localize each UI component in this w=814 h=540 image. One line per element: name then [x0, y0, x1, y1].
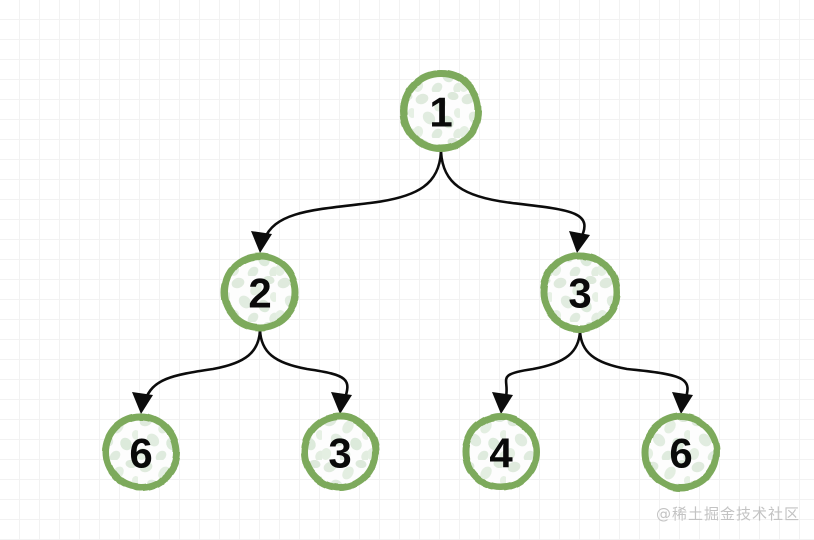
tree-node-7[interactable]: 6: [642, 413, 720, 491]
edge-n2-n5: [258, 328, 352, 414]
tree-node-5[interactable]: 3: [301, 413, 379, 491]
node-outline: [462, 413, 540, 491]
tree-node-2[interactable]: 2: [221, 253, 299, 331]
arrow-head-icon: [132, 392, 153, 414]
node-outline: [642, 413, 720, 491]
node-label: 2: [248, 270, 271, 317]
node-group: 1 2 3 6 3: [102, 70, 720, 491]
node-fill: [225, 257, 295, 327]
edge-n2-n4: [132, 328, 262, 414]
node-label: 4: [489, 430, 513, 477]
node-outline: [540, 252, 620, 332]
node-outline: [221, 253, 299, 331]
edge-n1-n2: [251, 150, 443, 253]
node-fill: [544, 256, 616, 328]
node-label: 1: [429, 89, 452, 136]
edge-path: [503, 329, 582, 403]
edge-path: [262, 150, 443, 242]
edge-path: [439, 150, 586, 242]
arrow-head-icon: [672, 392, 693, 414]
watermark-text: @稀土掘金技术社区: [655, 505, 800, 523]
arrow-head-icon: [331, 392, 352, 414]
tree-node-6[interactable]: 4: [462, 413, 540, 491]
node-outline: [400, 70, 482, 152]
edge-path: [258, 328, 349, 403]
edge-n3-n7: [578, 329, 693, 414]
node-fill: [646, 417, 716, 487]
arrow-head-icon: [492, 392, 513, 414]
tree-node-4[interactable]: 6: [102, 413, 180, 491]
edge-path: [143, 328, 262, 403]
edge-n1-n3: [439, 150, 590, 253]
edge-group: [132, 150, 693, 414]
node-label: 3: [328, 430, 351, 477]
node-fill: [404, 74, 478, 148]
tree-node-1[interactable]: 1: [400, 70, 482, 152]
arrow-head-icon: [569, 231, 590, 253]
node-outline: [301, 413, 379, 491]
tree-node-3[interactable]: 3: [540, 252, 620, 332]
edge-n3-n6: [492, 329, 582, 414]
node-fill: [106, 417, 176, 487]
node-label: 6: [669, 430, 692, 477]
arrow-head-icon: [251, 231, 272, 253]
edge-path: [578, 329, 689, 403]
node-fill: [466, 417, 536, 487]
node-fill: [305, 417, 375, 487]
node-outline: [102, 413, 180, 491]
node-label: 6: [129, 430, 152, 477]
node-label: 3: [568, 270, 591, 317]
